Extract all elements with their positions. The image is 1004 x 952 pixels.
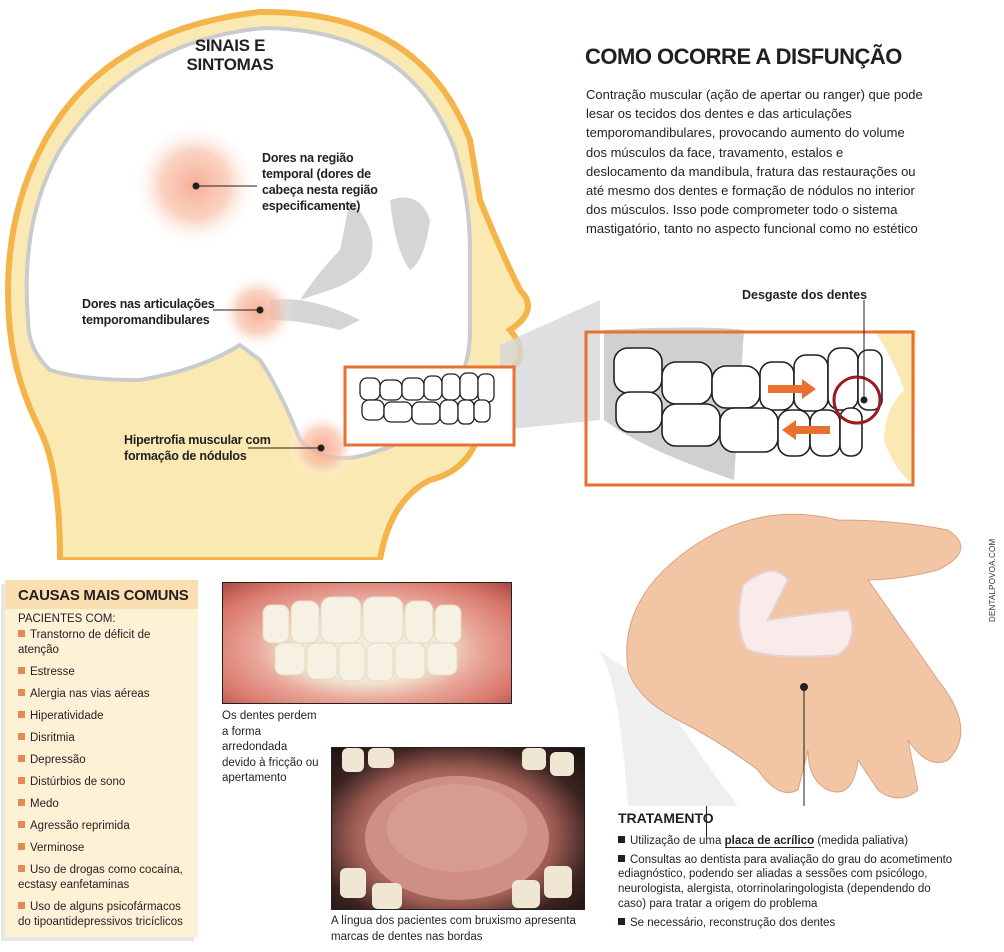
symptom-hypertrophy-label: Hipertrofia muscular com formação de nód… (124, 433, 271, 463)
callout-line (706, 806, 707, 838)
causes-list: Transtorno de déficit de atenção Estress… (5, 625, 198, 929)
cause-item: Distúrbios de sono (18, 775, 192, 790)
photo-credit: DENTALPOVOA.COM (988, 538, 997, 622)
cause-text: Agressão reprimida (30, 820, 130, 833)
bullet-square-icon (18, 821, 25, 829)
cause-text: Depressão (30, 753, 86, 766)
cause-text: Uso de alguns psicofármacos do tipoantid… (18, 901, 183, 928)
symptoms-heading: SINAIS E SINTOMAS (170, 36, 290, 74)
causes-title: CAUSAS MAIS COMUNS (5, 580, 198, 609)
cause-text: Medo (30, 798, 59, 811)
cause-item: Agressão reprimida (18, 819, 192, 834)
causes-subtitle: PACIENTES COM: (18, 613, 116, 625)
treatment-title: TRATAMENTO (618, 810, 714, 826)
tongue-photo-caption: A língua dos pacientes com bruxismo apre… (331, 915, 576, 943)
bullet-square-icon (18, 843, 25, 851)
cause-item: Estresse (18, 665, 192, 680)
bullet-square-icon (618, 836, 625, 843)
cause-item: Verminose (18, 841, 192, 856)
treatment-list: Utilização de uma placa de acrílico (med… (618, 834, 958, 934)
cause-item: Uso de drogas como cocaína, ecstasy eanf… (18, 863, 192, 892)
causes-panel: CAUSAS MAIS COMUNS PACIENTES COM: Transt… (5, 580, 198, 937)
bullet-square-icon (18, 865, 25, 873)
cause-item: Uso de alguns psicofármacos do tipoantid… (18, 900, 192, 929)
cause-text: Distúrbios de sono (30, 776, 126, 789)
treatment-text: (medida paliativa) (817, 835, 909, 847)
bullet-square-icon (618, 917, 625, 925)
treatment-item: Utilização de uma placa de acrílico (med… (618, 834, 958, 849)
acrylic-splint-photo (598, 490, 970, 806)
treatment-text: Consultas ao dentista para avaliação do … (618, 853, 953, 910)
worn-teeth-photo (222, 582, 512, 704)
symptoms-heading-line2: SINTOMAS (186, 55, 274, 74)
hand-splint-illustration (598, 490, 970, 806)
cause-item: Hiperatividade (18, 709, 192, 724)
bullet-square-icon (18, 688, 25, 696)
cause-item: Disritmia (18, 731, 192, 746)
cause-item: Medo (18, 797, 192, 812)
cause-text: Estresse (30, 665, 75, 678)
dysfunction-body: Contração muscular (ação de apertar ou r… (586, 87, 923, 237)
bullet-square-icon (18, 754, 25, 762)
cause-text: Transtorno de déficit de atenção (18, 629, 151, 656)
tongue-photo-illustration (340, 748, 574, 909)
teeth-wear-diagram (584, 300, 916, 487)
bullet-square-icon (18, 666, 25, 674)
cause-text: Alergia nas vias aéreas (30, 687, 150, 700)
bullet-square-icon (18, 710, 25, 718)
treatment-item: Se necessário, reconstrução dos dentes (618, 916, 958, 931)
symptom-temporal-label: Dores na região temporal (dores de cabeç… (262, 151, 378, 213)
bullet-square-icon (618, 854, 625, 862)
cause-item: Alergia nas vias aéreas (18, 687, 192, 702)
treatment-text: Utilização de uma (630, 835, 722, 847)
cause-item: Transtorno de déficit de atenção (18, 628, 192, 657)
symptoms-heading-line1: SINAIS E (194, 36, 266, 55)
teeth-photo-illustration (262, 596, 462, 682)
head-profile-illustration (5, 8, 600, 560)
cause-item: Depressão (18, 753, 192, 768)
bullet-square-icon (18, 902, 25, 910)
treatment-item: Consultas ao dentista para avaliação do … (618, 853, 958, 912)
bullet-square-icon (18, 630, 25, 637)
cause-text: Uso de drogas como cocaína, ecstasy eanf… (18, 864, 183, 891)
cause-text: Disritmia (30, 731, 75, 744)
bullet-square-icon (18, 732, 25, 740)
symptom-atm-label: Dores nas articulações temporomandibular… (82, 297, 215, 327)
teeth-wear-callout: Desgaste dos dentes (742, 288, 868, 302)
cause-text: Hiperatividade (30, 709, 104, 722)
bullet-square-icon (18, 777, 25, 785)
dysfunction-title: COMO OCORRE A DISFUNÇÃO (585, 44, 902, 69)
cause-text: Verminose (30, 842, 85, 855)
treatment-highlight: placa de acrílico (724, 835, 815, 848)
treatment-text: Se necessário, reconstrução dos dentes (630, 916, 836, 929)
tongue-photo (331, 747, 585, 910)
teeth-photo-caption: Os dentes perdem a forma arredondada dev… (222, 710, 319, 784)
bullet-square-icon (18, 799, 25, 807)
